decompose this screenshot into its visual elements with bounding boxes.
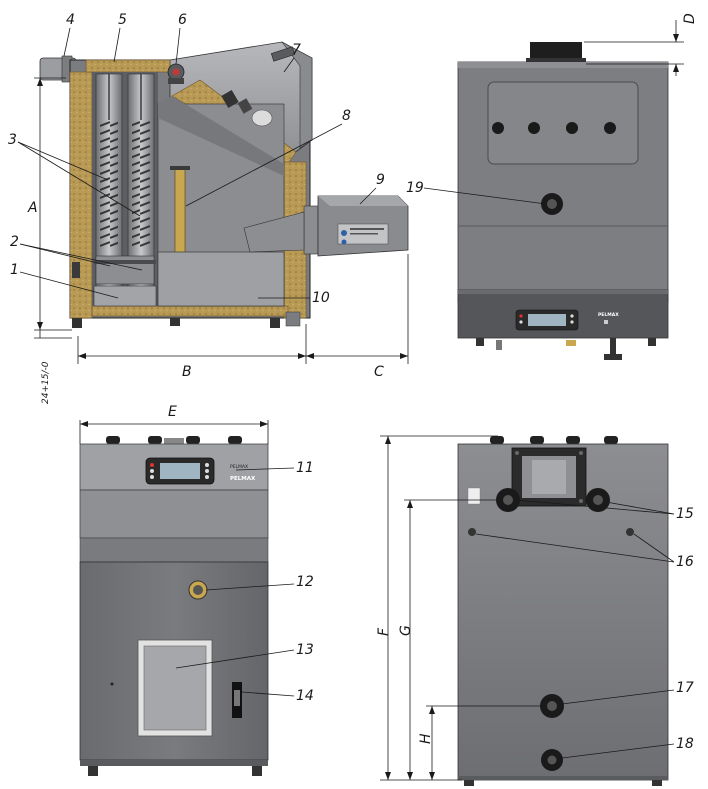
dim-label-feet: 24+15/-0 [41,361,51,404]
dim-label-D: D [682,13,698,24]
brand-mark-small: PELMAX [598,312,619,318]
callout-9: 9 [376,172,385,188]
brand-mark: PELMAX [230,476,256,482]
brand-sub: PELMAX [230,464,248,470]
top-handle [270,46,296,62]
bolt [528,122,540,134]
insulation-bottom [91,305,289,317]
ash-pan [157,251,285,307]
callout-12: 12 [296,574,314,590]
side-dimensions: A 24+15/-0 B C [27,77,409,404]
callout-6: 6 [178,12,187,28]
callout-11: 11 [296,460,314,476]
flue-spigot [530,42,582,62]
bolt [492,122,504,134]
side-callouts: 4 5 6 7 8 9 3 2 1 10 [8,12,385,306]
front-mid-panel [79,489,269,539]
bolt [604,122,616,134]
callout-19: 19 [406,180,424,196]
side-section-view [39,41,409,328]
insulation-top [85,59,171,73]
callout-7: 7 [292,42,301,58]
callout-15: 15 [676,506,694,522]
sensor-socket-16b [626,528,634,536]
control-display [160,463,200,479]
ash-box [93,285,157,307]
callout-5: 5 [118,12,127,28]
callout-3: 3 [8,132,17,148]
dim-label-C: C [374,364,384,380]
rear-top-view: PELMAX [457,42,669,360]
callout-13: 13 [296,642,314,658]
dim-label-B: B [182,364,192,380]
callout-10: 10 [312,290,330,306]
sensor-socket-16a [468,528,476,536]
callout-8: 8 [342,108,351,124]
callout-14: 14 [296,688,314,704]
dim-label-G: G [398,625,414,636]
dim-label-H: H [418,733,434,744]
rear-label [467,487,481,505]
rear-view [457,436,669,786]
callout-16: 16 [676,554,694,570]
front-view: PELMAX PELMAX [79,436,269,776]
rear-top-annotations: 19 D [406,13,698,205]
callout-1: 1 [10,262,19,278]
rear-top-panel [487,81,639,165]
ash-door [143,645,207,731]
bolt [566,122,578,134]
callout-17: 17 [676,680,694,696]
insulation-left [69,71,93,319]
pellet-burner [243,195,409,257]
callout-2: 2 [10,234,19,250]
rear-annotations: F G H 15 16 17 18 [376,435,694,781]
callout-18: 18 [676,736,694,752]
dim-label-F: F [376,627,392,636]
dim-label-E: E [168,404,177,420]
dim-label-A: A [27,200,38,216]
callout-4: 4 [66,12,75,28]
front-annotations: E 11 12 13 14 [79,404,314,704]
